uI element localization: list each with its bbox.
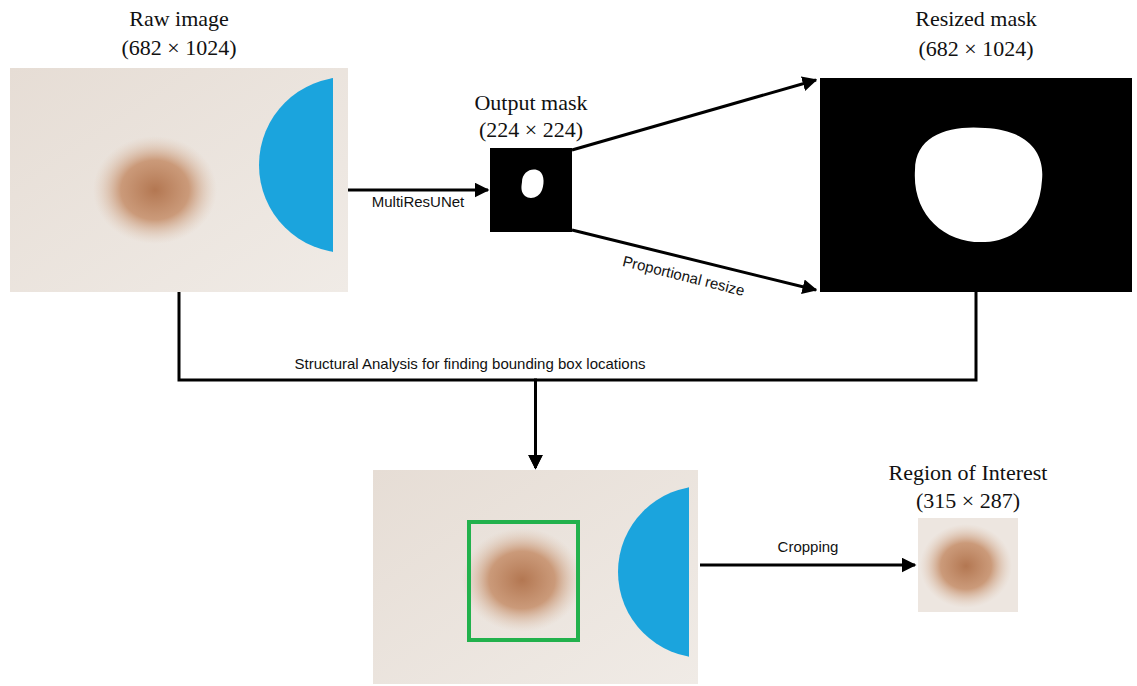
- mask-large: [820, 78, 1132, 292]
- edge-label: MultiResUNet: [370, 193, 467, 211]
- edge-label: Structural Analysis for finding bounding…: [292, 355, 647, 373]
- arrow-connector: [572, 80, 816, 150]
- lesion: [93, 136, 217, 244]
- bounding-box: [469, 522, 578, 640]
- arrow-connector: [348, 189, 488, 192]
- image-panel: Raw image(682 × 1024): [10, 68, 348, 292]
- image-size: (224 × 224): [479, 117, 583, 143]
- blue-marker: [618, 486, 689, 658]
- lesion: [920, 524, 1012, 608]
- image-title: Output mask: [474, 90, 587, 116]
- image-panel: Region of Interest(315 × 287): [918, 518, 1018, 612]
- blue-marker: [259, 77, 333, 253]
- image-panel: [373, 470, 698, 684]
- edge-label: Cropping: [776, 538, 841, 556]
- image-title: Region of Interest: [889, 460, 1048, 486]
- image-panel: Resized mask(682 × 1024): [820, 78, 1132, 292]
- arrow-connector: [536, 292, 977, 468]
- mask-small: [490, 148, 572, 232]
- edge-label: Proportional resize: [619, 252, 749, 301]
- image-size: (682 × 1024): [121, 35, 236, 61]
- image-title: Resized mask: [915, 6, 1037, 32]
- arrow-connector: [700, 564, 915, 567]
- image-title: Raw image: [129, 6, 229, 32]
- lesion: [462, 528, 582, 632]
- mask-blob: [521, 170, 543, 198]
- arrow-connector: [179, 292, 536, 468]
- image-size: (682 × 1024): [918, 36, 1033, 62]
- image-panel: Output mask(224 × 224): [490, 148, 572, 232]
- roi-photo: [918, 518, 1018, 612]
- image-size: (315 × 287): [916, 488, 1020, 514]
- mask-blob: [915, 127, 1042, 242]
